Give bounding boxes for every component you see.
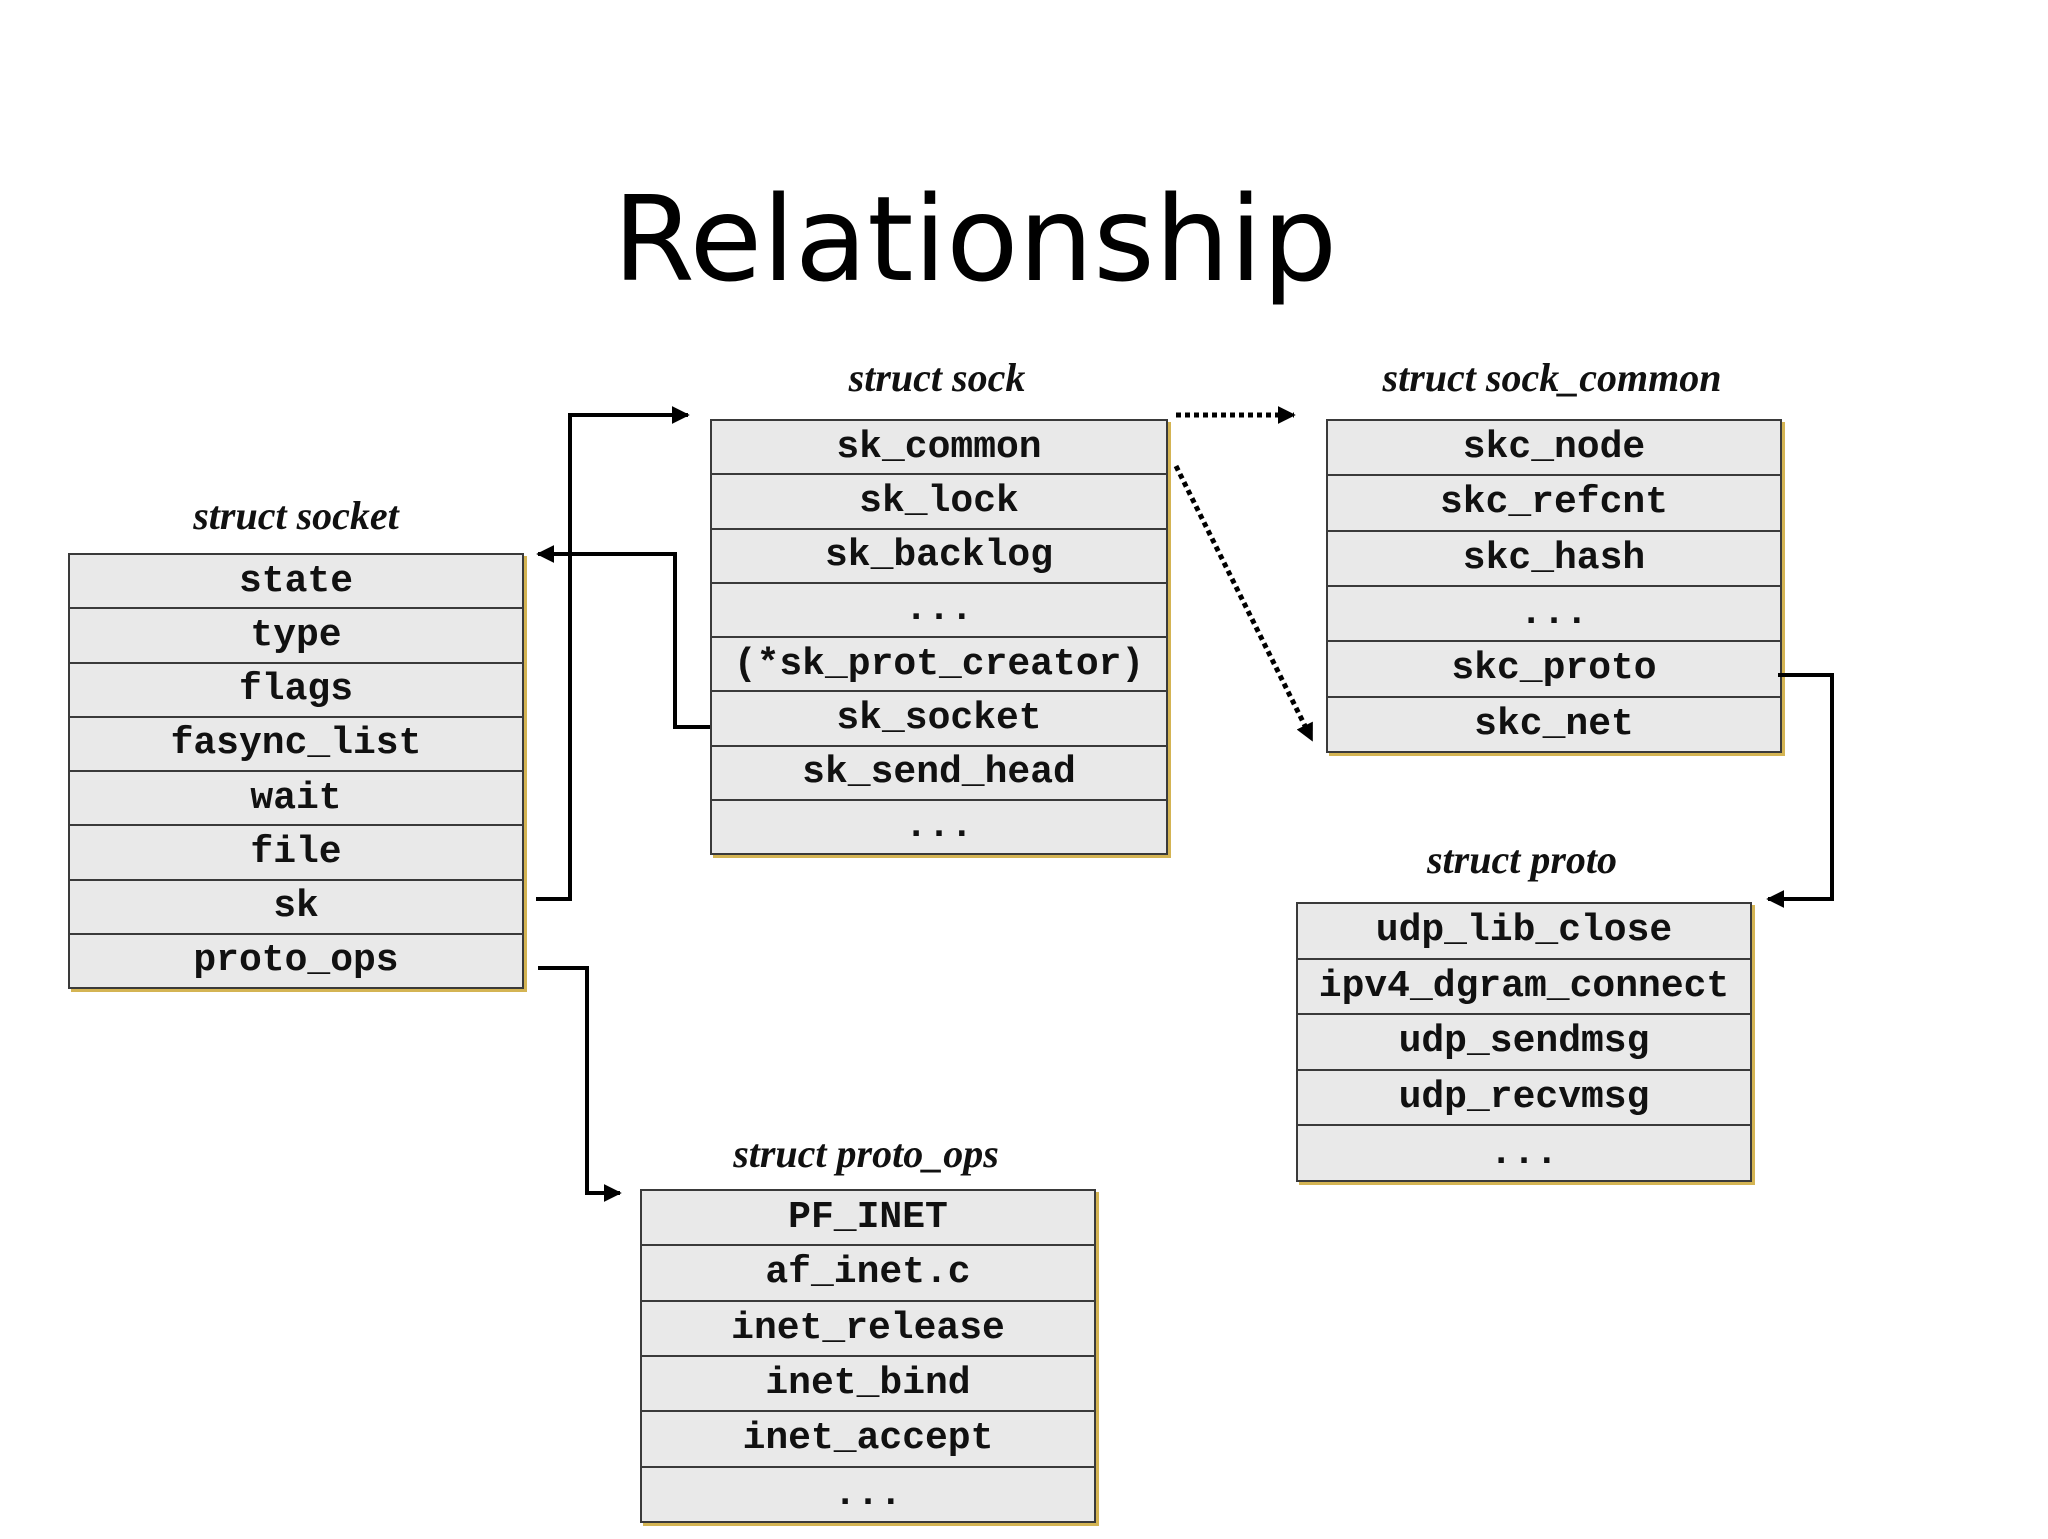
field-ellipsis: ...: [712, 581, 1166, 636]
arrow-sk-common-to-skc-net: [1173, 464, 1315, 742]
field-file: file: [70, 824, 522, 878]
field-type: type: [70, 607, 522, 661]
field-wait: wait: [70, 770, 522, 824]
field-inet-release: inet_release: [642, 1299, 1094, 1355]
field-sk-send-head: sk_send_head: [712, 744, 1166, 799]
field-udp-recvmsg: udp_recvmsg: [1298, 1068, 1750, 1125]
field-ellipsis: ...: [712, 798, 1166, 853]
slide-title: Relationship: [612, 170, 1338, 308]
field-ellipsis: ...: [1328, 584, 1780, 640]
arrow-sk-to-sock: [536, 406, 690, 901]
field-skc-proto: skc_proto: [1328, 640, 1780, 695]
struct-proto-box: udp_lib_close ipv4_dgram_connect udp_sen…: [1296, 902, 1752, 1182]
struct-sock-common-box: skc_node skc_refcnt skc_hash ... skc_pro…: [1326, 419, 1782, 753]
struct-proto-ops-box: PF_INET af_inet.c inet_release inet_bind…: [640, 1189, 1096, 1523]
field-udp-sendmsg: udp_sendmsg: [1298, 1013, 1750, 1069]
field-sk-lock: sk_lock: [712, 473, 1166, 527]
field-udp-lib-close: udp_lib_close: [1375, 909, 1673, 953]
field-state: state: [238, 559, 354, 603]
field-skc-hash: skc_hash: [1328, 529, 1780, 585]
field-af-inet-c: af_inet.c: [642, 1244, 1094, 1299]
field-ellipsis: ...: [642, 1465, 1094, 1521]
struct-sock-common-label: struct sock_common: [1382, 355, 1722, 400]
struct-proto-ops-label: struct proto_ops: [733, 1131, 999, 1176]
arrow-skc-proto-to-proto: [1766, 673, 1834, 908]
field-ipv4-dgram-connect: ipv4_dgram_connect: [1298, 957, 1750, 1014]
struct-socket-label: struct socket: [193, 493, 399, 538]
field-skc-refcnt: skc_refcnt: [1328, 474, 1780, 529]
field-pf-inet: PF_INET: [788, 1196, 948, 1240]
field-skc-node: skc_node: [1462, 426, 1646, 470]
field-proto-ops: proto_ops: [70, 932, 522, 987]
struct-proto-label: struct proto: [1426, 837, 1618, 882]
field-inet-bind: inet_bind: [642, 1354, 1094, 1410]
field-flags: flags: [70, 661, 522, 716]
arrow-sk-socket-to-socket: [536, 545, 710, 729]
field-sk-backlog: sk_backlog: [712, 527, 1166, 582]
arrow-proto-ops-to-struct: [538, 966, 622, 1202]
field-skc-net: skc_net: [1328, 695, 1780, 751]
struct-sock-box: sk_common sk_lock sk_backlog ... (*sk_pr…: [710, 419, 1168, 855]
field-fasync-list: fasync_list: [70, 715, 522, 770]
struct-sock-label: struct sock: [848, 355, 1026, 400]
field-sk-common: sk_common: [836, 425, 1042, 469]
field-inet-accept: inet_accept: [642, 1410, 1094, 1465]
struct-socket-box: state type flags fasync_list wait file s…: [68, 553, 524, 989]
field-sk: sk: [70, 878, 522, 933]
field-sk-prot-creator: (*sk_prot_creator): [712, 636, 1166, 690]
field-sk-socket: sk_socket: [712, 690, 1166, 744]
field-ellipsis: ...: [1298, 1124, 1750, 1180]
